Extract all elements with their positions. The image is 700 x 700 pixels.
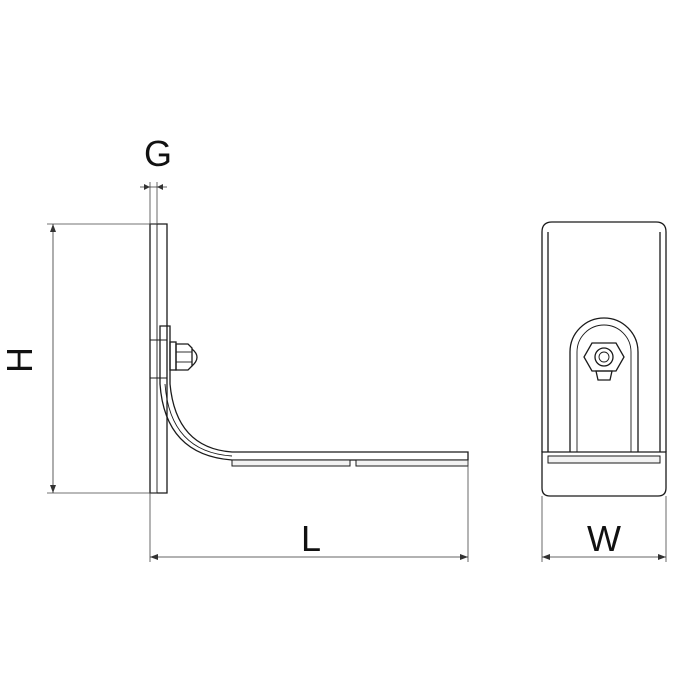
dimension-h-label: H (0, 347, 40, 373)
foot-pad-right (355, 459, 469, 467)
front-slot (569, 317, 639, 452)
front-view (541, 221, 667, 497)
front-foot-pad (547, 455, 661, 464)
bent-arm (159, 325, 469, 461)
dimension-g-label: G (144, 133, 172, 174)
side-view (149, 223, 469, 494)
front-bolt-icon (583, 342, 625, 381)
dimension-g: G (140, 133, 172, 224)
dimension-l: L (149, 460, 469, 562)
foot-pad-left (231, 459, 351, 467)
bent-arm-inner (164, 383, 233, 457)
front-plate-outline (541, 221, 667, 452)
dimension-w-label: W (587, 518, 621, 559)
front-foot (541, 451, 667, 497)
dimension-l-label: L (301, 518, 321, 559)
vertical-plate (149, 223, 168, 494)
bolt-icon (169, 341, 198, 371)
dimension-h: H (0, 223, 157, 494)
dimension-w: W (541, 496, 667, 562)
